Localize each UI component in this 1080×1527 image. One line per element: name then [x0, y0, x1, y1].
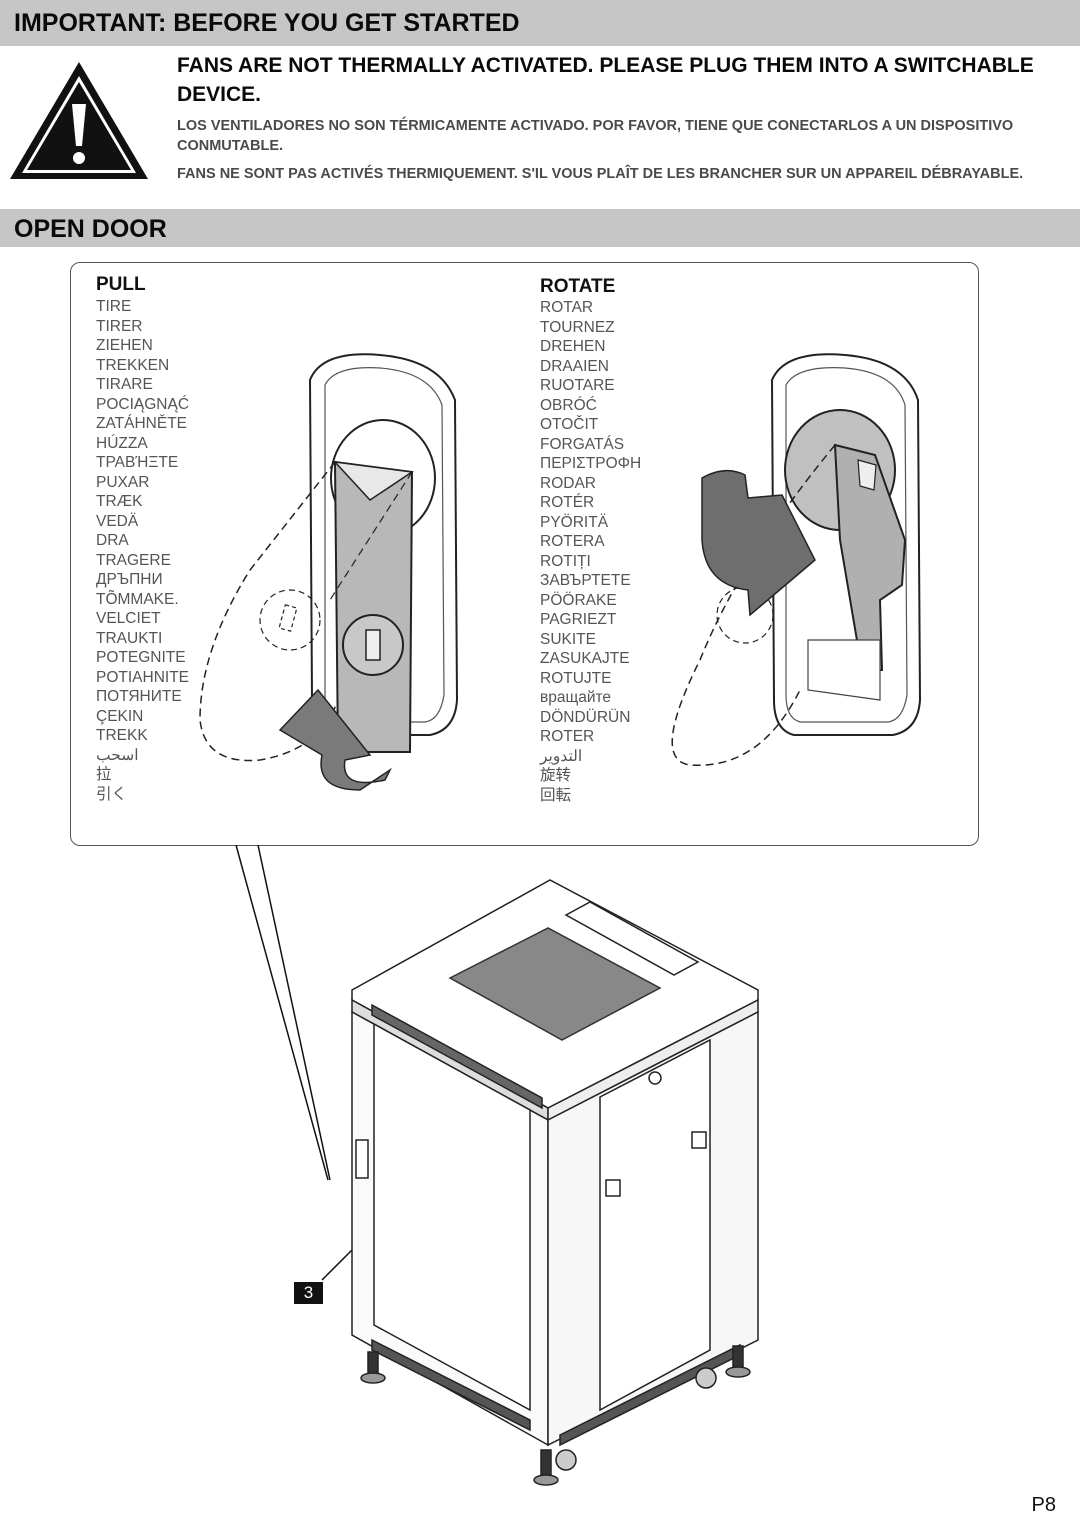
pull-translation-item: VEDÄ: [96, 512, 139, 530]
rotate-translation-item: ROTÉR: [540, 494, 595, 511]
pull-translation-item: اسحب: [96, 746, 139, 764]
rotate-translation-item: DRAAIEN: [540, 357, 609, 375]
rotate-translation-item: ROTAR: [540, 299, 594, 316]
warning-text-es: LOS VENTILADORES NO SON TÉRMICAMENTE ACT…: [177, 118, 1014, 154]
pull-translation-item: ДРЪПНИ: [96, 571, 163, 588]
pull-translations: TIRE TIRER ZIEHEN TREKKEN TIRARE POCIĄGNĄĆ ZAT…: [96, 297, 189, 804]
rotate-translation-item: PYÖRITÄ: [540, 513, 609, 531]
pull-translation-item: 拉: [96, 766, 112, 783]
pull-translation-item: TÕMMAKE.: [96, 590, 179, 608]
rotate-translation-item: RUOTARE: [540, 377, 615, 394]
rotate-translation-item: RODAR: [540, 474, 596, 492]
page-number: P8: [1031, 1494, 1056, 1516]
pull-translation-item: PUXAR: [96, 473, 150, 491]
rotate-handle-illustration: [671, 353, 922, 767]
rotate-translation-item: ROTERA: [540, 533, 605, 550]
section-bar: OPEN DOOR: [0, 209, 1080, 247]
pull-translation-item: TIRER: [96, 317, 143, 335]
rotate-translations: ROTAR TOURNEZ DREHEN DRAAIEN RUOTARE OBRÓĆ OTO…: [540, 298, 641, 805]
warning-text-fr: FANS NE SONT PAS ACTIVÉS THERMIQUEMENT. …: [177, 166, 1024, 182]
rotate-translation-item: OBRÓĆ: [540, 396, 597, 414]
rotate-translation-item: PÖÖRAKE: [540, 591, 617, 609]
rotate-translation-item: ЗАВЪРТЕТЕ: [540, 572, 631, 589]
server-cabinet-illustration: [351, 879, 759, 1486]
rotate-translation-item: ΠΕΡΙΣΤΡΟΦΗ: [540, 455, 642, 472]
warning-triangle-icon: [10, 62, 148, 179]
pull-translation-item: DRA: [96, 532, 129, 549]
rotate-translation-item: ROTER: [540, 728, 595, 745]
pull-heading: PULL: [96, 274, 146, 295]
rotate-translation-item: ZASUKAJTE: [540, 650, 630, 667]
rotate-heading: ROTATE: [540, 276, 616, 297]
part-callout-3: 3: [294, 1282, 323, 1304]
pull-handle-illustration: [199, 353, 459, 791]
pull-translation-item: ÇEKIN: [96, 707, 144, 725]
pull-translation-item: 引く: [96, 785, 128, 803]
rotate-translation-item: TOURNEZ: [540, 318, 615, 336]
pull-translation-item: TRAGERE: [96, 551, 171, 569]
rotate-translation-item: вращайте: [540, 689, 612, 706]
rotate-translation-item: DÖNDÜRÜN: [540, 708, 631, 726]
pull-translation-item: ZATÁHNĚTE: [96, 415, 187, 432]
callout-lines: [235, 844, 363, 1281]
header-title: IMPORTANT: BEFORE YOU GET STARTED: [14, 9, 520, 37]
pull-translation-item: TRAUKTI: [96, 629, 163, 647]
rotate-translation-item: PAGRIEZT: [540, 611, 617, 628]
rotate-translation-item: DREHEN: [540, 338, 606, 355]
warning-heading: FANS ARE NOT THERMALLY ACTIVATED. PLEASE…: [177, 54, 1034, 106]
pull-translation-item: POTEGNITE: [96, 649, 186, 666]
header-bar: IMPORTANT: BEFORE YOU GET STARTED: [0, 0, 1080, 46]
rotate-translation-item: 旋转: [540, 767, 572, 784]
rotate-translation-item: OTOČIT: [540, 416, 599, 433]
rotate-translation-item: التدوير: [540, 747, 583, 765]
pull-translation-item: VELCIET: [96, 610, 161, 627]
pull-translation-item: ΤΡΑΒΉΞΤΕ: [96, 454, 179, 471]
rotate-translation-item: 回転: [540, 786, 572, 804]
pull-translation-item: POCIĄGNĄĆ: [96, 395, 190, 413]
section-title: OPEN DOOR: [14, 215, 167, 243]
rotate-translation-item: FORGATÁS: [540, 435, 625, 453]
pull-translation-item: TIRE: [96, 298, 132, 315]
pull-translation-item: TRÆK: [96, 493, 143, 510]
pull-translation-item: ПОТЯНИТЕ: [96, 688, 182, 705]
rotate-translation-item: ROTIȚI: [540, 552, 591, 570]
pull-translation-item: ZIEHEN: [96, 337, 153, 354]
rotate-translation-item: SUKITE: [540, 630, 596, 648]
pull-translation-item: TIRARE: [96, 376, 153, 393]
pull-translation-item: TREKKEN: [96, 356, 170, 374]
pull-translation-item: POTIAHNITE: [96, 668, 190, 686]
pull-translation-item: TREKK: [96, 727, 148, 744]
rotate-translation-item: ROTUJTE: [540, 669, 612, 687]
pull-translation-item: HÚZZA: [96, 434, 148, 452]
